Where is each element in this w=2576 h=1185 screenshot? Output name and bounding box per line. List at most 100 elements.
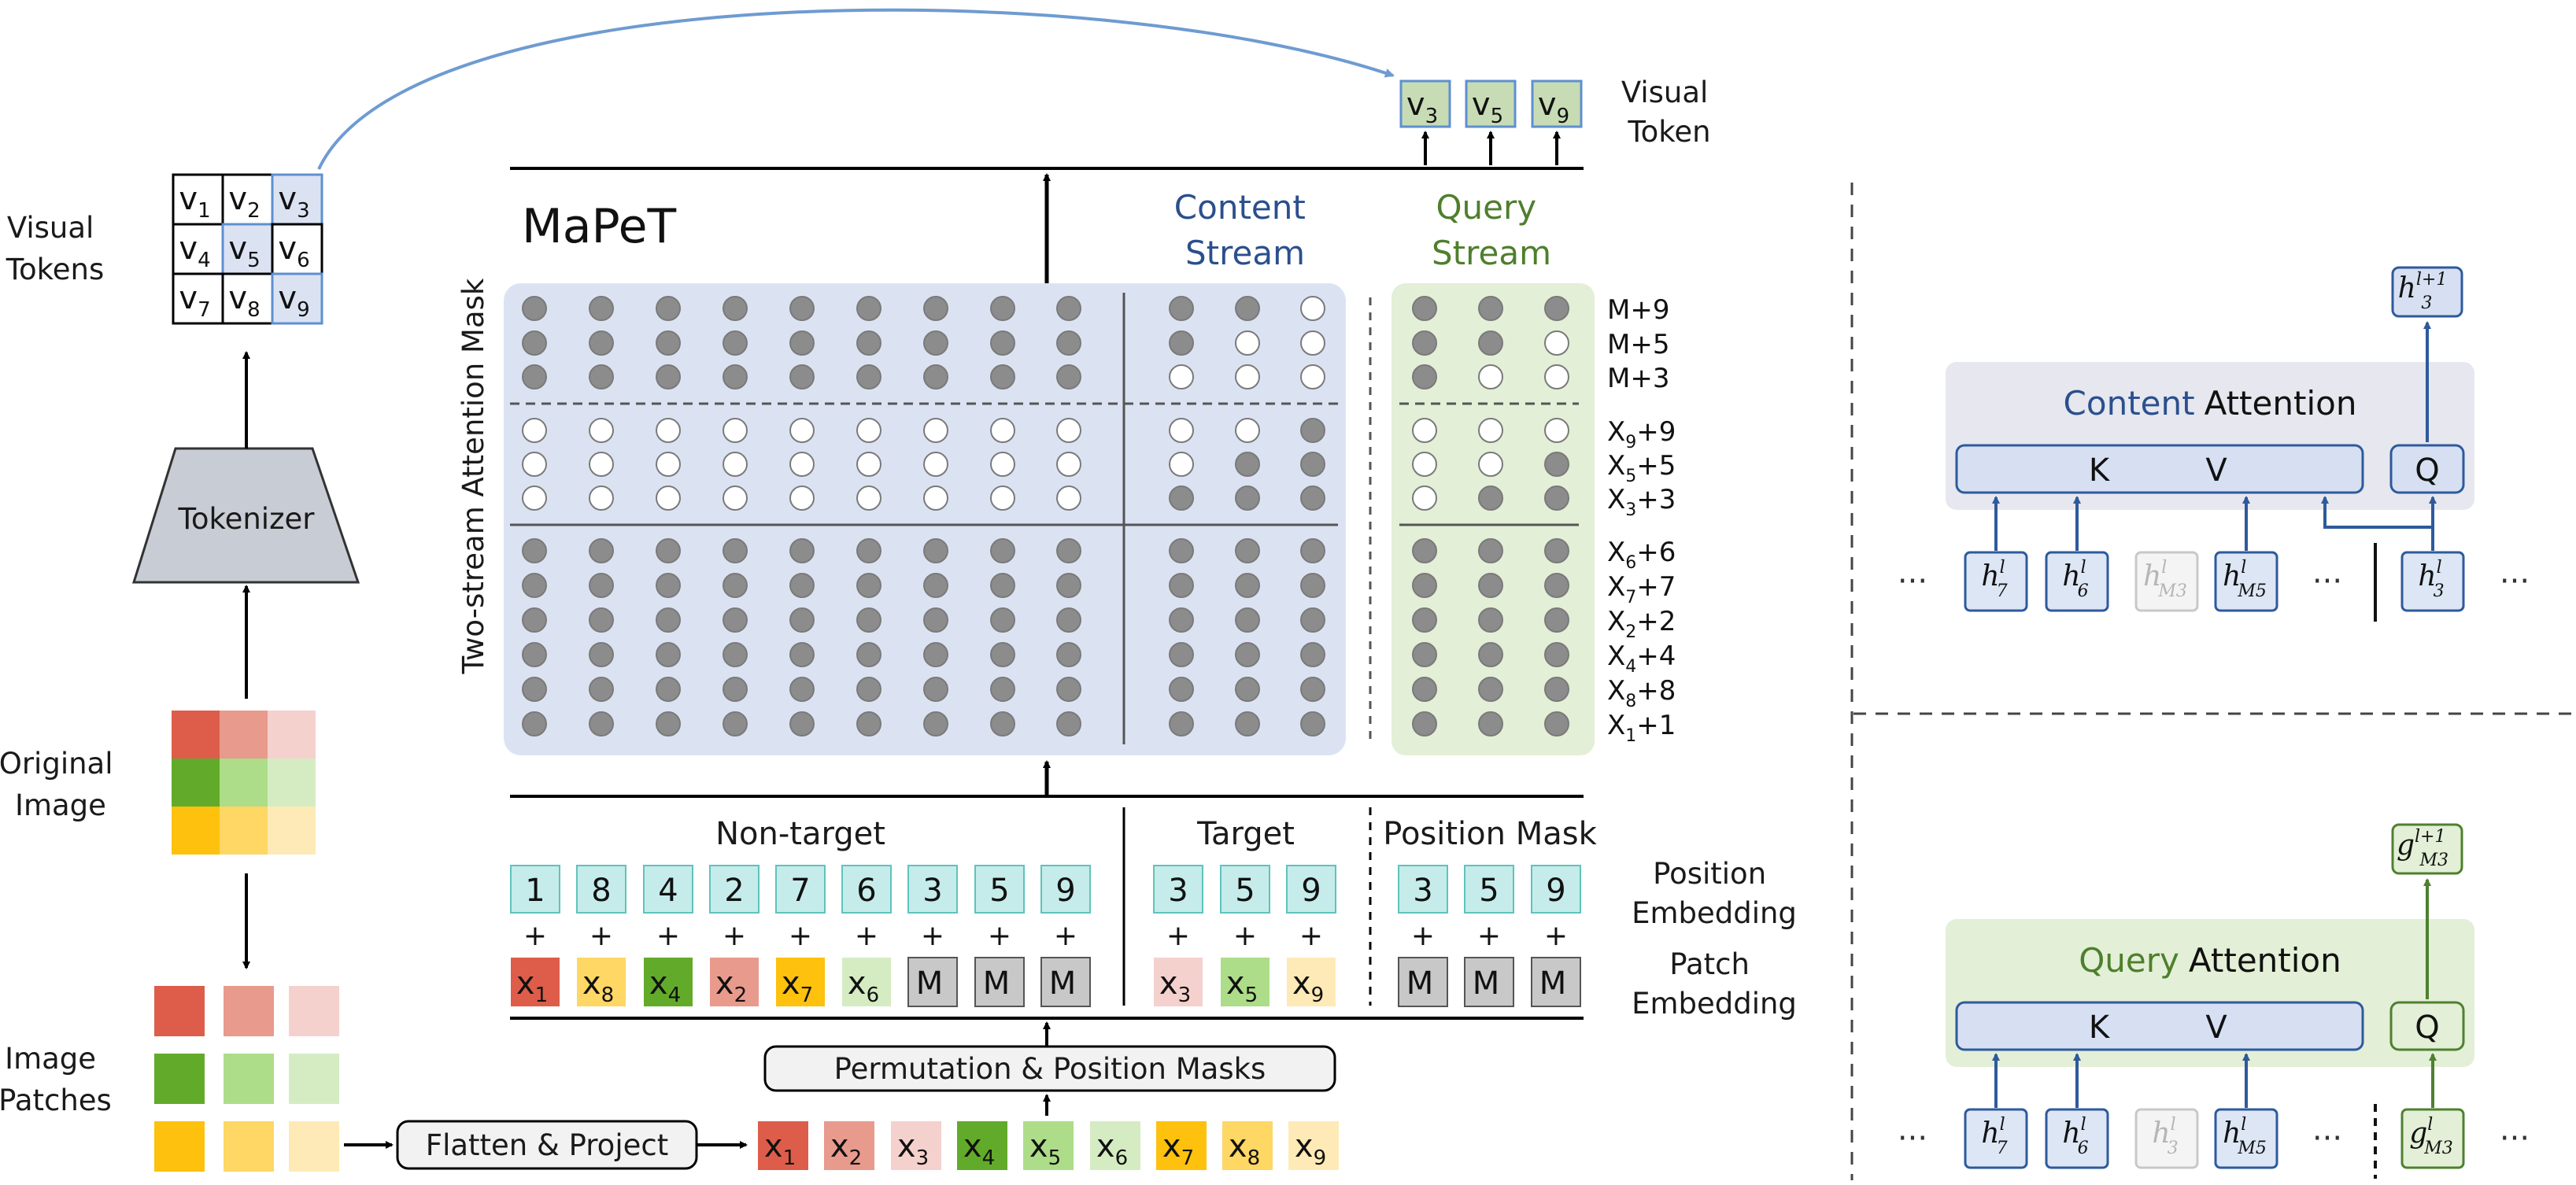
content-stream-label: Content Stream xyxy=(1174,188,1316,272)
input-state-box xyxy=(2045,1108,2109,1169)
visual-token-cell xyxy=(271,272,323,325)
position-embedding-value: 9 xyxy=(1546,873,1565,909)
mapet-title: MaPeT xyxy=(522,199,676,254)
content-mask-dot xyxy=(1169,330,1194,356)
content-mask-dot xyxy=(522,418,547,443)
position-embedding-box xyxy=(775,865,826,914)
mask-token-text: M xyxy=(916,965,944,1002)
content-mask-dot xyxy=(856,418,881,443)
image-patches xyxy=(154,986,339,1172)
visual-token-text: v8 xyxy=(228,280,260,322)
query-mask-dot xyxy=(1544,573,1569,598)
content-mask-dot xyxy=(589,677,614,702)
content-mask-dot xyxy=(723,296,748,321)
input-state-box xyxy=(1964,551,2028,612)
query-mask-dot xyxy=(1478,642,1503,667)
content-mask-dot xyxy=(723,642,748,667)
curved-arrow-to-output xyxy=(317,8,1395,170)
original-image-pixel xyxy=(172,759,220,807)
content-mask-dot xyxy=(1056,330,1081,356)
visual-token-text: v4 xyxy=(179,231,210,272)
target-label: Target xyxy=(1196,816,1295,852)
image-patches-label: Image Patches xyxy=(0,1042,112,1117)
query-mask-dot xyxy=(1412,418,1437,443)
q-label: Q xyxy=(2415,1010,2439,1046)
mask-row-label: M+3 xyxy=(1607,363,1669,394)
position-embedding-value: 5 xyxy=(989,873,1009,909)
non-target-label: Non-target xyxy=(715,816,885,852)
content-mask-dot xyxy=(723,711,748,736)
image-patch xyxy=(289,1121,339,1172)
content-mask-dot xyxy=(1169,607,1194,633)
mask-row-label: X9+9 xyxy=(1607,416,1676,452)
content-mask-dot xyxy=(856,452,881,477)
patch-embedding-box xyxy=(776,958,825,1006)
content-mask-dot xyxy=(723,452,748,477)
patch-embedding-box xyxy=(1154,958,1203,1006)
content-mask-dot xyxy=(923,452,948,477)
visual-token-text: v9 xyxy=(278,280,309,322)
visual-token-text: v6 xyxy=(278,231,309,272)
content-mask-dot xyxy=(522,607,547,633)
content-mask-dot xyxy=(923,330,948,356)
content-mask-dot xyxy=(1300,573,1325,598)
patch-embedding-box xyxy=(644,958,693,1006)
original-image-pixel xyxy=(268,807,316,855)
content-mask-dot xyxy=(656,485,681,511)
content-mask-dot xyxy=(589,607,614,633)
image-patch xyxy=(224,1054,274,1104)
plus-sign: + xyxy=(988,920,1011,952)
v-label: V xyxy=(2205,1010,2227,1046)
content-mask-dot xyxy=(789,485,815,511)
output-token-box xyxy=(1465,79,1517,128)
v-label: V xyxy=(2205,452,2227,489)
q-box xyxy=(2389,444,2465,494)
query-mask-dot xyxy=(1544,607,1569,633)
content-mask-dot xyxy=(589,330,614,356)
sequence-patch-text: x9 xyxy=(1295,1128,1326,1170)
position-embedding-value: 9 xyxy=(1301,873,1321,909)
content-mask-dot xyxy=(1235,364,1260,389)
content-mask-dot xyxy=(789,418,815,443)
output-token-box xyxy=(1531,79,1583,128)
content-mask-dot xyxy=(522,485,547,511)
mask-token-box xyxy=(974,957,1025,1007)
patch-embedding-text: x9 xyxy=(1292,965,1324,1007)
content-mask-dot xyxy=(1235,452,1260,477)
patch-embedding-text: x1 xyxy=(516,965,548,1007)
mask-row-labels: M+9M+5M+3X9+9X5+5X3+3X6+6X7+7X2+2X4+4X8+… xyxy=(1607,294,1676,746)
content-mask-dot xyxy=(522,330,547,356)
content-mask-dot xyxy=(990,330,1015,356)
sequence-patch-text: x6 xyxy=(1096,1128,1128,1170)
query-mask-dot xyxy=(1544,711,1569,736)
content-mask-dot xyxy=(589,296,614,321)
content-mask-dot xyxy=(656,642,681,667)
query-mask-dot xyxy=(1412,485,1437,511)
ellipsis: ··· xyxy=(2500,1120,2530,1157)
query-mask-dot xyxy=(1412,296,1437,321)
position-embedding-box xyxy=(1464,865,1514,914)
position-embedding-value: 8 xyxy=(591,873,611,909)
content-mask-dot xyxy=(1300,485,1325,511)
position-embedding-value: 2 xyxy=(724,873,744,909)
content-mask-dot xyxy=(1056,452,1081,477)
sequence-patch-box xyxy=(1288,1121,1339,1170)
query-mask-dot xyxy=(1478,296,1503,321)
content-mask-dot xyxy=(856,677,881,702)
content-mask-dot xyxy=(856,642,881,667)
content-mask-dot xyxy=(522,452,547,477)
query-mask-dot xyxy=(1478,452,1503,477)
patch-embedding-label: Patch Embedding xyxy=(1632,947,1797,1021)
content-mask-dot xyxy=(522,677,547,702)
permutation-box xyxy=(763,1045,1336,1092)
query-mask-dot xyxy=(1478,330,1503,356)
position-embedding-value: 6 xyxy=(856,873,876,909)
